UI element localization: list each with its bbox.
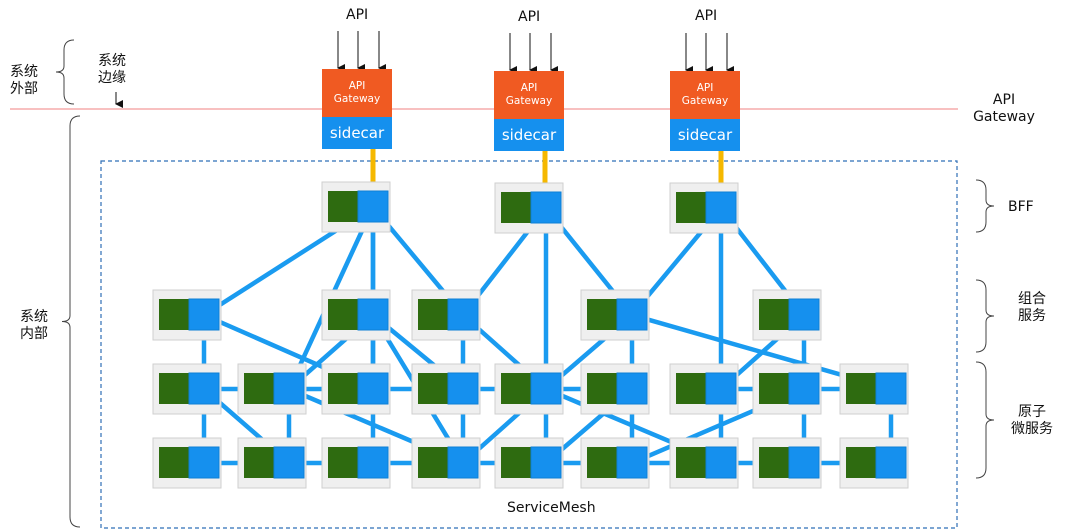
- service-sidecar-block: [616, 298, 648, 331]
- service-sidecar-block: [705, 191, 737, 224]
- api-gateway-box: API Gateway: [670, 71, 740, 119]
- service-sidecar-block: [188, 372, 220, 405]
- service-app-block: [587, 447, 617, 478]
- service-app-block: [328, 373, 358, 404]
- service-sidecar-block: [705, 372, 737, 405]
- service-app-block: [846, 447, 876, 478]
- sidecar-box: sidecar: [670, 119, 740, 151]
- service-sidecar-block: [530, 372, 562, 405]
- atomic-microservice-layer-label: 原子 微服务: [1011, 404, 1053, 437]
- service-app-block: [676, 447, 706, 478]
- service-mesh-label: ServiceMesh: [507, 500, 596, 516]
- service-app-block: [501, 192, 531, 223]
- service-sidecar-block: [188, 446, 220, 479]
- bff-layer-label: BFF: [1008, 199, 1034, 215]
- service-sidecar-block: [357, 372, 389, 405]
- service-app-block: [676, 373, 706, 404]
- service-app-block: [418, 373, 448, 404]
- service-sidecar-block: [875, 372, 907, 405]
- service-app-block: [159, 373, 189, 404]
- service-sidecar-block: [447, 298, 479, 331]
- bff-brace: [975, 179, 995, 233]
- service-mesh-boundary: [100, 160, 958, 529]
- service-app-block: [328, 447, 358, 478]
- service-app-block: [501, 373, 531, 404]
- atomic-brace: [975, 361, 995, 479]
- service-sidecar-block: [875, 446, 907, 479]
- service-app-block: [759, 299, 789, 330]
- system-edge-label: 系统 边缘: [98, 53, 126, 86]
- service-sidecar-block: [273, 372, 305, 405]
- service-sidecar-block: [188, 298, 220, 331]
- service-sidecar-block: [616, 446, 648, 479]
- service-app-block: [328, 299, 358, 330]
- service-app-block: [587, 299, 617, 330]
- system-internal-label: 系统 内部: [20, 309, 48, 342]
- service-app-block: [587, 373, 617, 404]
- service-sidecar-block: [788, 372, 820, 405]
- composite-service-layer-label: 组合 服务: [1018, 291, 1046, 324]
- service-sidecar-block: [705, 446, 737, 479]
- sidecar-box: sidecar: [322, 117, 392, 149]
- service-app-block: [244, 447, 274, 478]
- service-sidecar-block: [357, 446, 389, 479]
- service-app-block: [159, 447, 189, 478]
- api-gateway-box: API Gateway: [322, 69, 392, 117]
- gateway-layer-label: API Gateway: [973, 92, 1035, 125]
- api-gateway-box: API Gateway: [494, 71, 564, 119]
- service-app-block: [676, 192, 706, 223]
- service-sidecar-block: [447, 372, 479, 405]
- internal-brace: [61, 115, 81, 528]
- service-sidecar-block: [530, 446, 562, 479]
- service-sidecar-block: [357, 298, 389, 331]
- service-sidecar-block: [530, 191, 562, 224]
- composite-brace: [975, 279, 995, 353]
- api-label: API: [518, 9, 541, 25]
- service-app-block: [418, 299, 448, 330]
- service-app-block: [759, 447, 789, 478]
- external-brace: [55, 39, 75, 105]
- service-sidecar-block: [616, 372, 648, 405]
- service-app-block: [159, 299, 189, 330]
- service-app-block: [759, 373, 789, 404]
- service-app-block: [418, 447, 448, 478]
- service-app-block: [328, 191, 358, 222]
- api-label: API: [346, 7, 369, 23]
- service-app-block: [501, 447, 531, 478]
- service-sidecar-block: [273, 446, 305, 479]
- api-label: API: [695, 8, 718, 24]
- service-sidecar-block: [788, 446, 820, 479]
- service-app-block: [244, 373, 274, 404]
- system-external-label: 系统 外部: [10, 64, 38, 97]
- service-sidecar-block: [357, 190, 389, 223]
- service-sidecar-block: [788, 298, 820, 331]
- service-app-block: [846, 373, 876, 404]
- service-sidecar-block: [447, 446, 479, 479]
- sidecar-box: sidecar: [494, 119, 564, 151]
